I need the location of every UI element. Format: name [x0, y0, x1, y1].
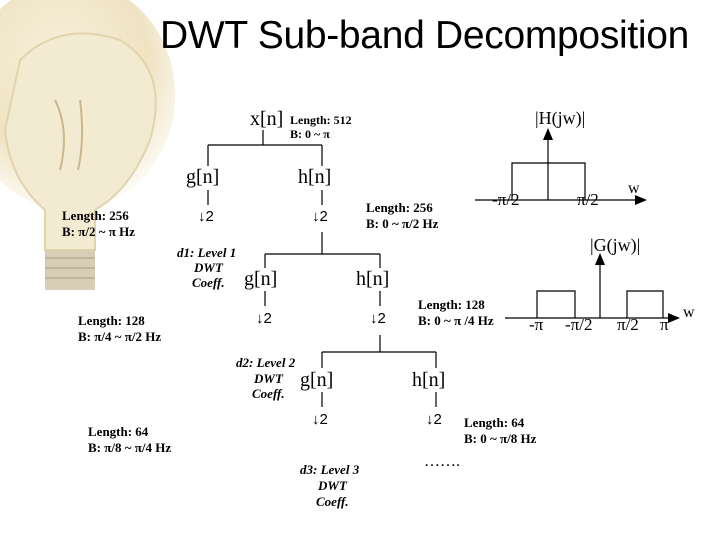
h-tick-half-pi: π/2 — [577, 190, 599, 209]
l1-coeff-title: d1: Level 1 — [177, 245, 237, 260]
lowpass-filter-l1: g[n] — [186, 166, 220, 188]
page-title: DWT Sub-band Decomposition — [160, 14, 690, 57]
h-axis-label: w — [628, 180, 640, 197]
l2-coeff-dwt: DWT — [254, 371, 283, 386]
g-tick-half-pi: π/2 — [617, 315, 639, 334]
g-frequency-plot — [505, 253, 680, 323]
input-signal-label: x[n] — [250, 108, 284, 130]
l3-high-band: B: 0 ~ π/8 Hz — [464, 431, 537, 446]
h-plot-title: |H(jw)| — [535, 108, 586, 128]
l3-coeff-title: d3: Level 3 — [300, 462, 360, 477]
l3-coeff-label: Coeff. — [316, 494, 349, 509]
lowpass-filter-l2: g[n] — [244, 268, 278, 290]
l3-low-band: B: π/8 ~ π/4 Hz — [88, 440, 172, 455]
input-band: B: 0 ~ π — [290, 127, 330, 141]
continuation-ellipsis: ……. — [424, 453, 460, 470]
l2-low-band: B: π/4 ~ π/2 Hz — [78, 329, 162, 344]
l2-high-length: Length: 128 — [418, 297, 485, 312]
g-tick-pi: π — [660, 315, 669, 334]
h-tick-neg-half-pi: -π/2 — [492, 190, 520, 209]
l1-high-band: B: 0 ~ π/2 Hz — [366, 216, 439, 231]
downsample-l1-low: ↓2 — [198, 208, 214, 225]
highpass-filter-l3: h[n] — [412, 369, 446, 391]
g-tick-neg-pi: -π — [529, 315, 544, 334]
downsample-l3-low: ↓2 — [312, 411, 328, 428]
l1-coeff-label: Coeff. — [192, 275, 225, 290]
light-bulb-background — [0, 0, 190, 300]
g-tick-neg-half-pi: -π/2 — [565, 315, 593, 334]
l1-low-band: B: π/2 ~ π Hz — [62, 224, 135, 239]
l2-high-band: B: 0 ~ π /4 Hz — [418, 313, 494, 328]
l1-low-length: Length: 256 — [62, 208, 129, 223]
g-plot-title: |G(jw)| — [590, 235, 641, 255]
h-frequency-plot — [475, 128, 647, 205]
g-axis-label: w — [683, 304, 695, 321]
downsample-l3-high: ↓2 — [426, 411, 442, 428]
l2-coeff-label: Coeff. — [252, 386, 285, 401]
downsample-l1-high: ↓2 — [312, 208, 328, 225]
downsample-l2-low: ↓2 — [256, 310, 272, 327]
l1-coeff-dwt: DWT — [194, 260, 223, 275]
lowpass-filter-l3: g[n] — [300, 369, 334, 391]
input-length: Length: 512 — [290, 113, 352, 127]
l3-low-length: Length: 64 — [88, 424, 149, 439]
l2-low-length: Length: 128 — [78, 313, 145, 328]
highpass-filter-l2: h[n] — [356, 268, 390, 290]
l1-high-length: Length: 256 — [366, 200, 433, 215]
l3-coeff-dwt: DWT — [318, 478, 347, 493]
downsample-l2-high: ↓2 — [370, 310, 386, 327]
l3-high-length: Length: 64 — [464, 415, 525, 430]
l2-coeff-title: d2: Level 2 — [236, 355, 296, 370]
highpass-filter-l1: h[n] — [298, 166, 332, 188]
